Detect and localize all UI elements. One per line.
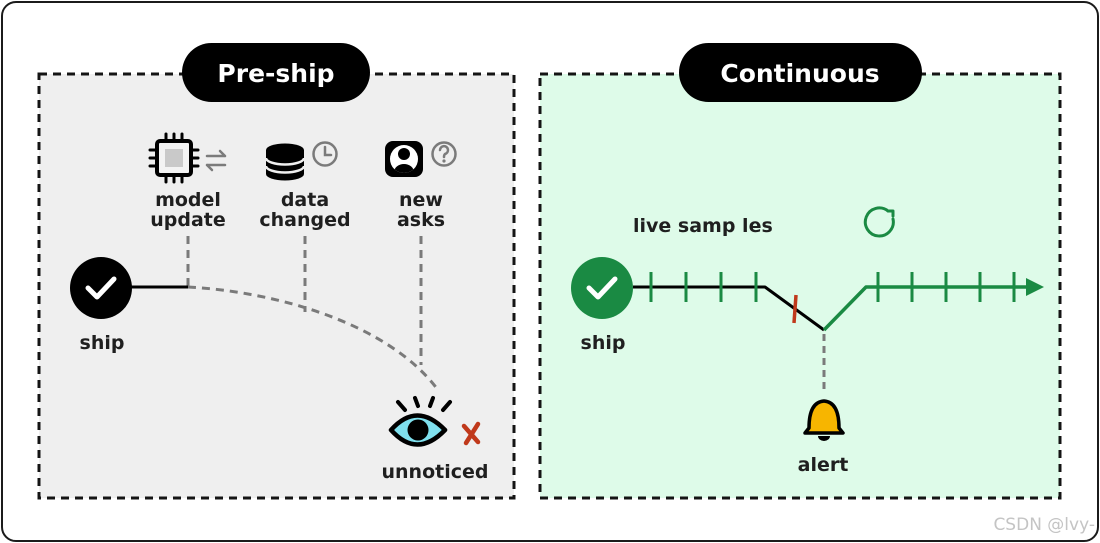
left-panel: Pre-ship model update <box>37 43 516 500</box>
alert-label: alert <box>798 454 849 476</box>
new-label-line2: asks <box>397 209 445 231</box>
watermark: CSDN @lvy- <box>993 515 1095 535</box>
cross-icon <box>461 421 481 446</box>
dashed-connectors <box>186 236 440 391</box>
bell-icon <box>803 399 845 441</box>
ship-label-left: ship <box>80 332 125 354</box>
right-panel: Continuous live samp les <box>538 43 1062 500</box>
right-title: Continuous <box>720 59 879 88</box>
right-title-pill <box>679 43 922 102</box>
clock-icon <box>312 141 338 167</box>
check-icon <box>70 257 132 319</box>
timeline-segment-green <box>822 285 1028 332</box>
database-icon <box>264 143 306 181</box>
ship-label-right: ship <box>581 332 626 354</box>
model-label-line1: model <box>155 189 221 211</box>
chip-icon <box>148 132 200 184</box>
user-icon <box>385 141 423 177</box>
timeline-segment-black <box>633 285 825 332</box>
refresh-icon <box>863 206 895 238</box>
question-icon <box>431 141 457 167</box>
unnoticed-label: unnoticed <box>382 461 489 483</box>
arrow-right-icon <box>1026 278 1044 296</box>
new-label-line1: new <box>399 189 443 211</box>
check-icon <box>571 257 633 319</box>
left-title: Pre-ship <box>217 59 334 88</box>
eye-icon <box>388 396 452 447</box>
anomaly-mark <box>792 294 798 324</box>
swap-arrows-icon <box>205 149 227 172</box>
live-samples-label: live samp les <box>633 215 773 237</box>
timeline-ticks-left <box>649 272 758 302</box>
left-title-pill <box>182 43 370 102</box>
model-label-line2: update <box>150 209 226 231</box>
timeline-ticks-right <box>876 272 1016 302</box>
data-label-line2: changed <box>259 209 350 231</box>
data-label-line1: data <box>281 189 329 211</box>
